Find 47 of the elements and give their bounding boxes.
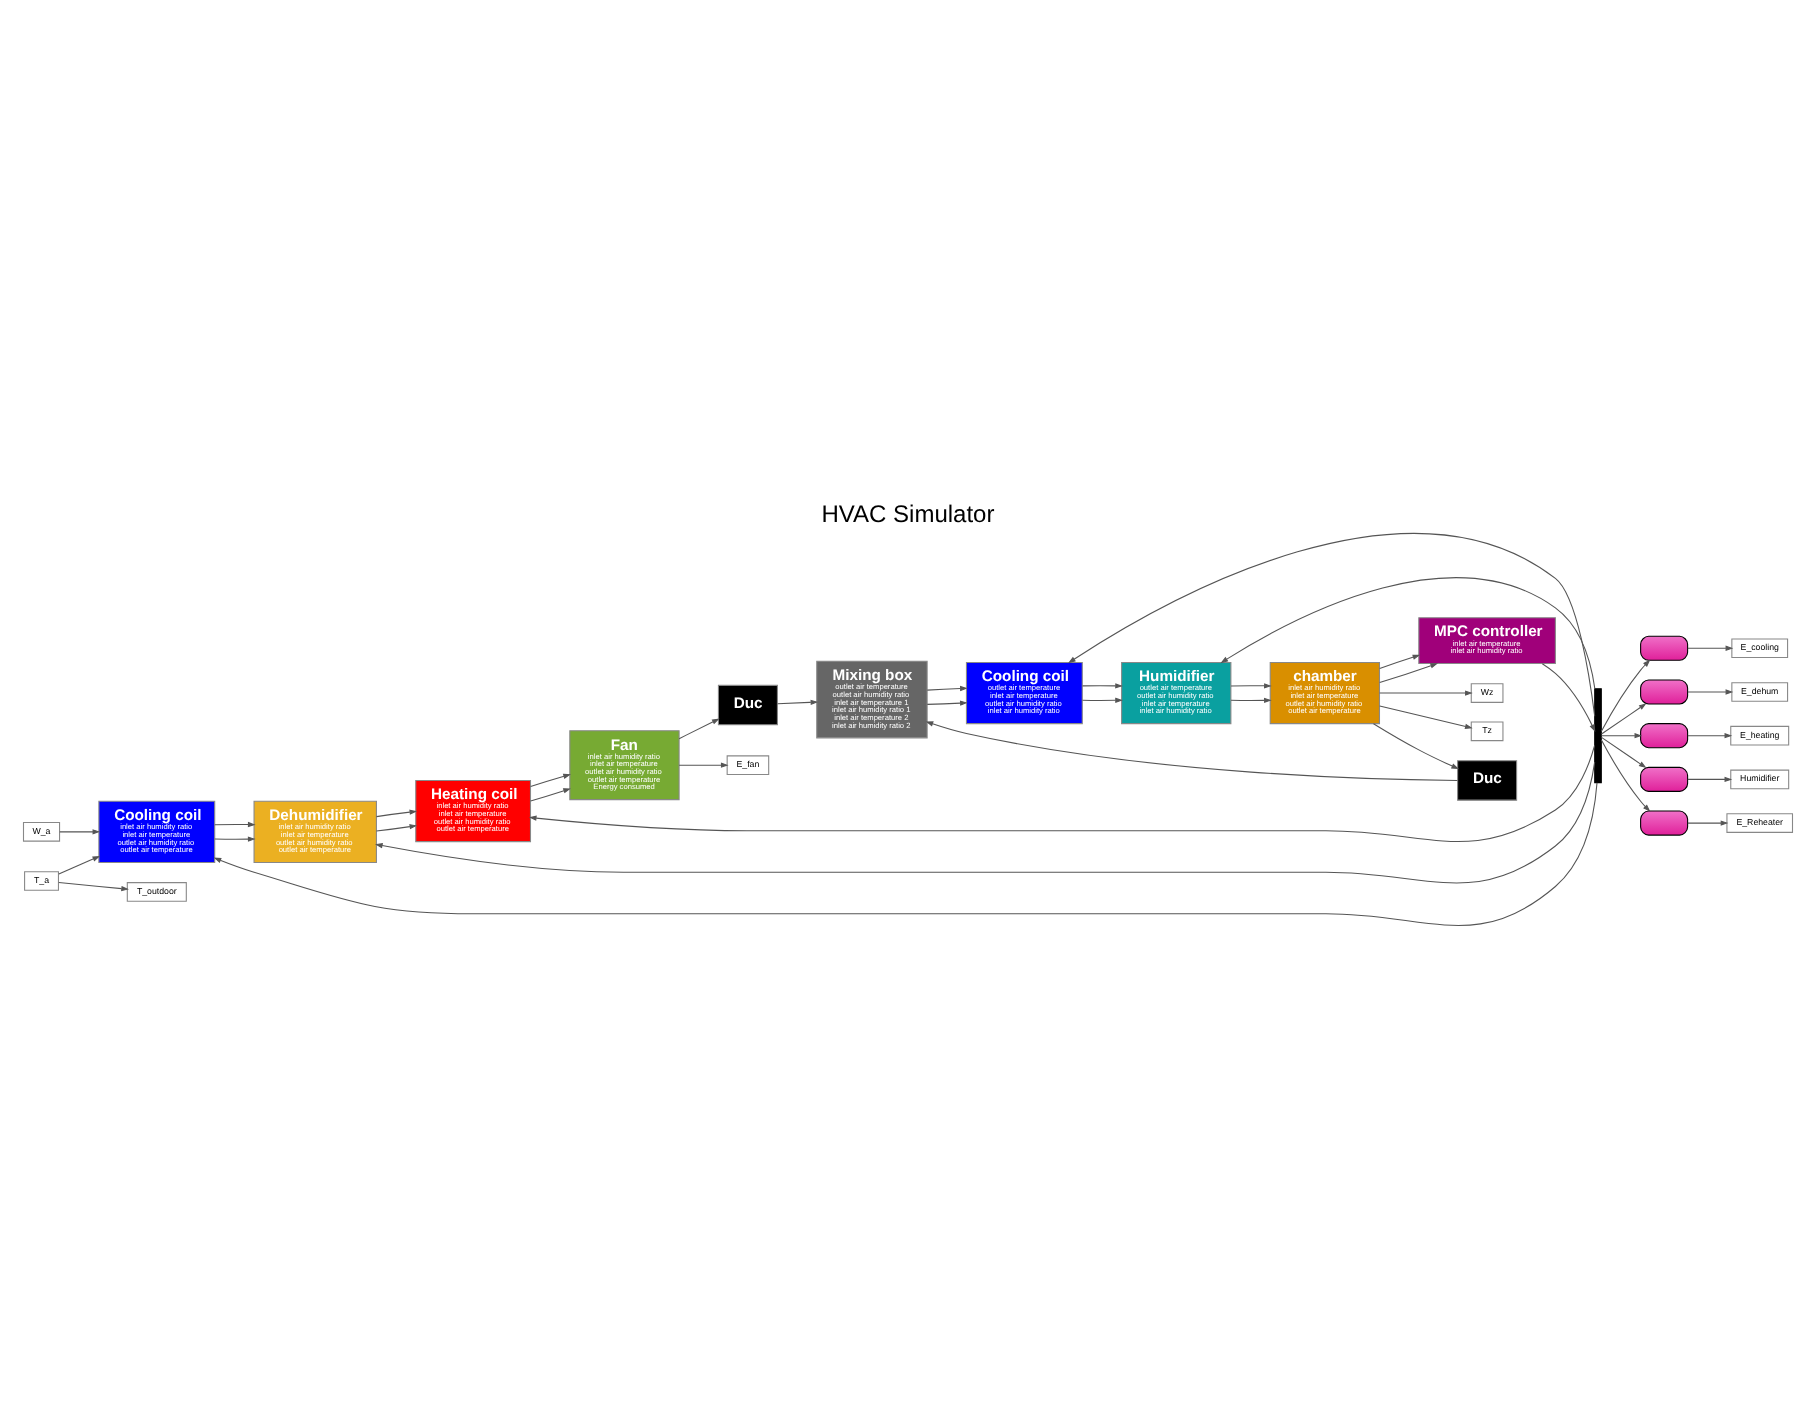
diagram-title: HVAC Simulator bbox=[820, 498, 994, 527]
node-box bbox=[1639, 809, 1688, 835]
arrow bbox=[529, 772, 570, 787]
arrow bbox=[924, 720, 1457, 780]
node-box bbox=[1639, 722, 1688, 748]
arrow bbox=[1600, 735, 1646, 768]
arrow bbox=[1686, 688, 1733, 694]
arrow bbox=[1599, 738, 1650, 811]
arrow bbox=[1600, 732, 1642, 738]
arrow bbox=[374, 808, 417, 817]
arrow bbox=[1378, 704, 1472, 728]
arrow bbox=[1080, 696, 1122, 702]
arrow bbox=[677, 717, 719, 739]
node-box bbox=[1639, 765, 1688, 791]
arrow bbox=[374, 760, 1595, 883]
arrow bbox=[374, 823, 417, 831]
arrow bbox=[1600, 702, 1646, 734]
arrow bbox=[58, 828, 100, 834]
node-box bbox=[1639, 634, 1688, 660]
arrow bbox=[57, 881, 128, 891]
node-bar bbox=[1593, 687, 1601, 783]
arrow bbox=[1686, 644, 1733, 650]
arrow bbox=[1378, 662, 1437, 682]
arrow bbox=[213, 820, 255, 827]
node-box bbox=[1639, 678, 1688, 704]
arrow bbox=[1540, 662, 1595, 731]
arrow bbox=[529, 787, 570, 801]
arrow bbox=[1686, 819, 1728, 825]
arrow bbox=[57, 855, 100, 874]
arrow bbox=[1378, 689, 1472, 695]
arrow bbox=[1371, 722, 1459, 769]
arrow bbox=[1080, 682, 1122, 688]
arrow bbox=[925, 699, 967, 705]
arrow bbox=[527, 743, 1595, 842]
arrow bbox=[1229, 682, 1271, 688]
arrow bbox=[1686, 775, 1732, 782]
arrow bbox=[1219, 576, 1595, 688]
arrow bbox=[1686, 732, 1732, 738]
arrow bbox=[1599, 658, 1650, 731]
arrow bbox=[1378, 653, 1420, 668]
arrow bbox=[213, 835, 255, 841]
arrow bbox=[776, 698, 818, 704]
arrow bbox=[212, 781, 1597, 925]
arrow bbox=[677, 761, 728, 767]
arrow bbox=[1229, 696, 1271, 702]
arrow bbox=[1067, 532, 1595, 716]
arrow bbox=[925, 684, 967, 691]
